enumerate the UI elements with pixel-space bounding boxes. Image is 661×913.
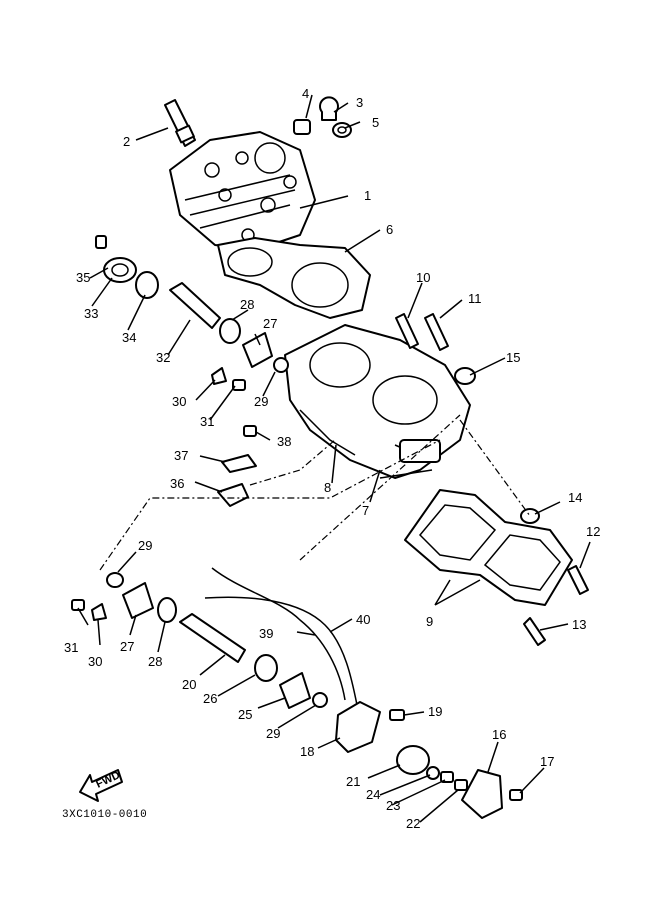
callout-12: 12 [586, 524, 600, 539]
callout-22: 22 [406, 816, 420, 831]
nut-15 [454, 367, 476, 385]
bellows-27a [242, 332, 273, 368]
callout-37: 37 [174, 448, 188, 463]
bellows-27b [122, 582, 154, 619]
pulley-housing-18 [335, 701, 381, 753]
stud-13 [523, 617, 546, 646]
callout-38: 38 [277, 434, 291, 449]
callout-2: 2 [123, 134, 130, 149]
bolt-38 [243, 425, 257, 437]
cap-nut [319, 96, 339, 121]
cable-39 [211, 567, 346, 701]
screw-17 [509, 789, 523, 801]
screw-31b [71, 599, 85, 611]
callout-35: 35 [76, 270, 90, 285]
callout-21: 21 [346, 774, 360, 789]
screw-31a [232, 379, 246, 391]
callout-16: 16 [492, 727, 506, 742]
callout-24: 24 [366, 787, 380, 802]
callout-33: 33 [84, 306, 98, 321]
callout-29c: 29 [266, 726, 280, 741]
bolt-19 [389, 709, 405, 721]
nut-4 [293, 119, 311, 135]
callout-23: 23 [386, 798, 400, 813]
callout-31b: 31 [64, 640, 78, 655]
callout-18: 18 [300, 744, 314, 759]
stud-10 [395, 313, 419, 349]
bracket-37 [221, 454, 257, 473]
callout-20: 20 [182, 677, 196, 692]
exhaust-valve-20 [179, 613, 246, 663]
callout-25: 25 [238, 707, 252, 722]
callout-31a: 31 [200, 414, 214, 429]
callout-26: 26 [203, 691, 217, 706]
callout-27a: 27 [263, 316, 277, 331]
diagram-code: 3XC1010-0010 [62, 809, 147, 821]
head-gasket [217, 237, 371, 319]
cylinder-block [284, 324, 471, 479]
callout-labels: 1 2 3 4 5 6 7 8 9 10 11 12 13 14 15 16 1… [64, 86, 600, 831]
washer-24 [426, 766, 440, 780]
cable-40 [204, 596, 358, 706]
collar-29c [312, 692, 328, 708]
callout-27b: 27 [120, 639, 134, 654]
callout-40: 40 [356, 612, 370, 627]
spark-plug [164, 99, 196, 147]
exhaust-valve-32 [169, 282, 221, 329]
callout-30b: 30 [88, 654, 102, 669]
bracket-30b [91, 603, 107, 621]
callout-13: 13 [572, 617, 586, 632]
nut-23 [440, 771, 454, 783]
base-gasket [404, 489, 573, 606]
o-ring-34 [135, 271, 159, 299]
callout-4: 4 [302, 86, 309, 101]
callout-39: 39 [259, 626, 273, 641]
callout-28b: 28 [148, 654, 162, 669]
collar-29b [106, 572, 124, 588]
callout-34: 34 [122, 330, 136, 345]
callout-7: 7 [362, 503, 369, 518]
callout-1: 1 [364, 188, 371, 203]
callout-5: 5 [372, 115, 379, 130]
callout-29a: 29 [254, 394, 268, 409]
callout-14: 14 [568, 490, 582, 505]
callout-30a: 30 [172, 394, 186, 409]
callout-28a: 28 [240, 297, 254, 312]
nut-14 [520, 508, 540, 524]
assembly-lines [99, 414, 531, 571]
stud-12 [567, 565, 589, 595]
callout-11: 11 [468, 291, 482, 306]
callout-36: 36 [170, 476, 184, 491]
callout-8: 8 [324, 480, 331, 495]
fwd-arrow-icon: FWD [79, 769, 123, 802]
callout-10: 10 [416, 270, 430, 285]
cover-16 [461, 769, 503, 819]
callout-17: 17 [540, 754, 554, 769]
callout-9: 9 [426, 614, 433, 629]
callout-29b: 29 [138, 538, 152, 553]
o-ring-26 [254, 654, 278, 682]
o-ring-28a [219, 318, 241, 344]
bolt-35 [95, 235, 107, 249]
washer-5 [332, 122, 352, 138]
stud-11 [424, 313, 449, 351]
cylinder-head [169, 131, 316, 251]
bolt-22 [454, 779, 468, 791]
leader-lines [77, 94, 591, 823]
callout-15: 15 [506, 350, 520, 365]
callout-3: 3 [356, 95, 363, 110]
bellows-25 [279, 672, 311, 709]
collar-29a [273, 357, 289, 373]
pulley-21 [396, 745, 430, 775]
housing-cover-33 [103, 257, 137, 283]
callout-6: 6 [386, 222, 393, 237]
callout-32: 32 [156, 350, 170, 365]
o-ring-28b [157, 597, 177, 623]
lever-36 [217, 483, 249, 507]
callout-19: 19 [428, 704, 442, 719]
